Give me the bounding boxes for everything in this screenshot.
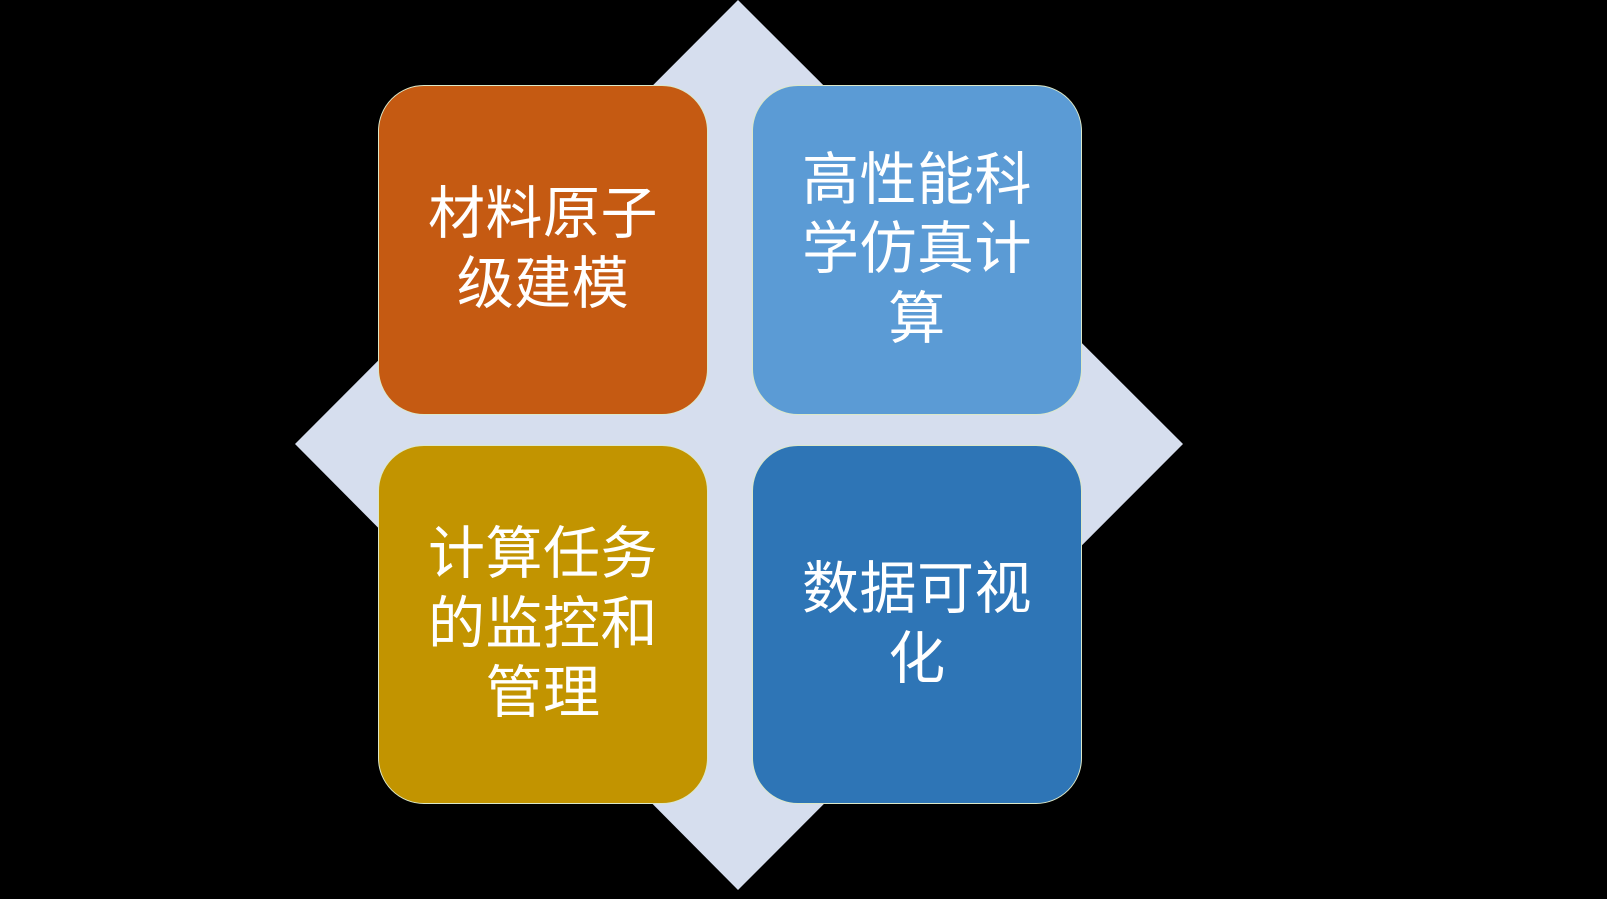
quadrant-label-materials-atomic-modeling: 材料原子级建模 (428, 181, 658, 317)
quadrant-grid: 材料原子级建模 高性能科学仿真计算 计算任务的监控和管理 数据可视化 (378, 85, 1082, 804)
quadrant-label-data-visualization: 数据可视化 (802, 555, 1032, 692)
quadrant-label-hpc-scientific-simulation: 高性能科学仿真计算 (802, 146, 1032, 352)
quadrant-label-compute-task-monitoring: 计算任务的监控和管理 (428, 521, 658, 727)
quadrant-box-data-visualization[interactable]: 数据可视化 (752, 445, 1082, 804)
quadrant-box-compute-task-monitoring[interactable]: 计算任务的监控和管理 (378, 445, 708, 804)
quadrant-box-hpc-scientific-simulation[interactable]: 高性能科学仿真计算 (752, 85, 1082, 415)
quadrant-box-materials-atomic-modeling[interactable]: 材料原子级建模 (378, 85, 708, 415)
